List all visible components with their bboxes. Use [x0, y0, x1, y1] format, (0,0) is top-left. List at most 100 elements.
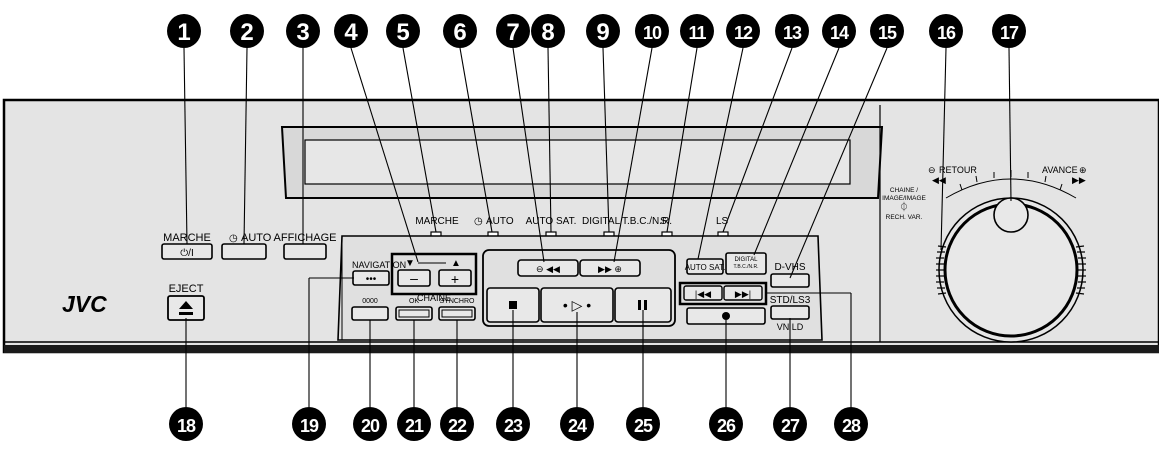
- code-button[interactable]: [351, 306, 389, 321]
- svg-text:4: 4: [344, 19, 358, 46]
- callout-4: 4: [334, 14, 368, 48]
- clock-icon: ◷: [229, 233, 238, 244]
- callout-9: 9: [586, 14, 620, 48]
- svg-text:17: 17: [1000, 23, 1019, 43]
- svg-text:14: 14: [830, 23, 849, 43]
- autosat-button[interactable]: [686, 258, 724, 275]
- jog-inner-knob[interactable]: [993, 197, 1029, 233]
- svg-text:18: 18: [177, 416, 196, 436]
- callout-17: 17: [992, 14, 1026, 48]
- autosat-button-label: AUTO SAT.: [685, 263, 726, 272]
- indicator-ls-label: LS: [716, 216, 729, 227]
- svg-text:6: 6: [453, 19, 466, 46]
- svg-text:2: 2: [240, 19, 253, 46]
- affichage-button[interactable]: [283, 243, 327, 260]
- navigation-label: NAVIGATION: [352, 260, 406, 270]
- callout-13: 13: [775, 14, 809, 48]
- callout-27: 27: [773, 407, 807, 441]
- digital-button-sublabel: T.B.C./N.R.: [733, 264, 758, 270]
- skip-back-button[interactable]: [683, 285, 723, 301]
- stdls3-button[interactable]: [770, 305, 810, 320]
- svg-text:21: 21: [405, 416, 424, 436]
- svg-text:27: 27: [781, 416, 800, 436]
- navigation-dots: •••: [366, 274, 377, 285]
- indicator-digital-label: DIGITAL: [582, 216, 621, 227]
- callout-14: 14: [822, 14, 856, 48]
- fast-forward-icon: ▶▶ ⊕: [598, 264, 622, 274]
- callout-8: 8: [531, 14, 565, 48]
- callout-7: 7: [496, 14, 530, 48]
- callout-2: 2: [230, 14, 264, 48]
- callout-10: 10: [635, 14, 669, 48]
- pause-icon: [638, 300, 641, 310]
- svg-text:20: 20: [361, 416, 380, 436]
- svg-text:9: 9: [596, 19, 609, 46]
- ok-button[interactable]: [395, 306, 433, 321]
- avance-arrows-icon: ▶▶: [1072, 175, 1086, 185]
- chaine-minus-label: –: [410, 270, 418, 286]
- avance-plus-icon: ⊕: [1079, 165, 1087, 175]
- record-icon: [722, 312, 730, 320]
- svg-text:23: 23: [504, 416, 523, 436]
- digital-button[interactable]: [725, 252, 767, 275]
- svg-text:10: 10: [643, 23, 662, 43]
- skip-forward-button[interactable]: [723, 285, 763, 301]
- shuttle-symbol-icon: ⏀: [899, 201, 908, 212]
- auto-label: AUTO: [241, 232, 272, 244]
- synchro-button[interactable]: [438, 306, 476, 321]
- image-image-label: IMAGE/IMAGE: [882, 195, 926, 202]
- callout-11: 11: [680, 14, 714, 48]
- callout-24: 24: [560, 407, 594, 441]
- jog-shuttle-dial[interactable]: [936, 197, 1086, 343]
- callout-15: 15: [870, 14, 904, 48]
- chaine-image-label: CHAINE /: [890, 187, 918, 194]
- chaine-down-arrow: ▼: [405, 258, 415, 269]
- svg-text:22: 22: [448, 416, 467, 436]
- power-symbol: ⏻/I: [180, 248, 193, 259]
- svg-text:25: 25: [634, 416, 653, 436]
- chaine-group-frame: [390, 252, 478, 296]
- fast-forward-button[interactable]: [579, 259, 641, 277]
- svg-text:16: 16: [937, 23, 956, 43]
- callout-18: 18: [169, 407, 203, 441]
- play-icon: • ▷ •: [563, 297, 591, 313]
- indicator-s-label: S: [660, 216, 667, 227]
- callout-28: 28: [834, 407, 868, 441]
- synchro-label: SYNCHRO: [439, 298, 475, 305]
- chaine-label: CHAINE: [417, 293, 451, 303]
- eject-icon: [179, 301, 193, 315]
- svg-text:24: 24: [568, 416, 587, 436]
- callout-1: 1: [167, 14, 201, 48]
- indicator-tbc-label: T.B.C./N.R.: [622, 216, 672, 227]
- svg-text:28: 28: [842, 416, 861, 436]
- rewind-button[interactable]: [517, 259, 579, 277]
- stdls3-label: STD/LS3: [770, 295, 811, 306]
- callout-22: 22: [440, 407, 474, 441]
- callout-6: 6: [443, 14, 477, 48]
- svg-text:5: 5: [396, 19, 409, 46]
- digital-button-label: DIGITAL: [735, 257, 759, 263]
- svg-text:8: 8: [541, 19, 554, 46]
- callout-25: 25: [626, 407, 660, 441]
- svg-text:19: 19: [300, 416, 319, 436]
- skip-forward-icon: ▶▶|: [735, 289, 751, 299]
- callout-19: 19: [292, 407, 326, 441]
- dvhs-label: D-VHS: [774, 262, 805, 273]
- chaine-up-arrow: ▲: [451, 258, 461, 269]
- svg-text:26: 26: [717, 416, 736, 436]
- stop-icon: [509, 301, 517, 309]
- indicator-auto-label: AUTO: [486, 216, 514, 227]
- dvhs-button[interactable]: [770, 273, 810, 288]
- chaine-minus-button[interactable]: [397, 269, 431, 287]
- callout-5: 5: [386, 14, 420, 48]
- affichage-label: AFFICHAGE: [274, 232, 337, 244]
- indicator-marche-label: MARCHE: [415, 216, 459, 227]
- auto-button[interactable]: [221, 243, 267, 260]
- svg-text:12: 12: [734, 23, 753, 43]
- eject-label: EJECT: [169, 283, 204, 295]
- rewind-icon: ⊖ ◀◀: [536, 264, 560, 274]
- code-label: 0000: [362, 298, 378, 305]
- svg-text:3: 3: [296, 19, 309, 46]
- chaine-plus-button[interactable]: [438, 269, 472, 287]
